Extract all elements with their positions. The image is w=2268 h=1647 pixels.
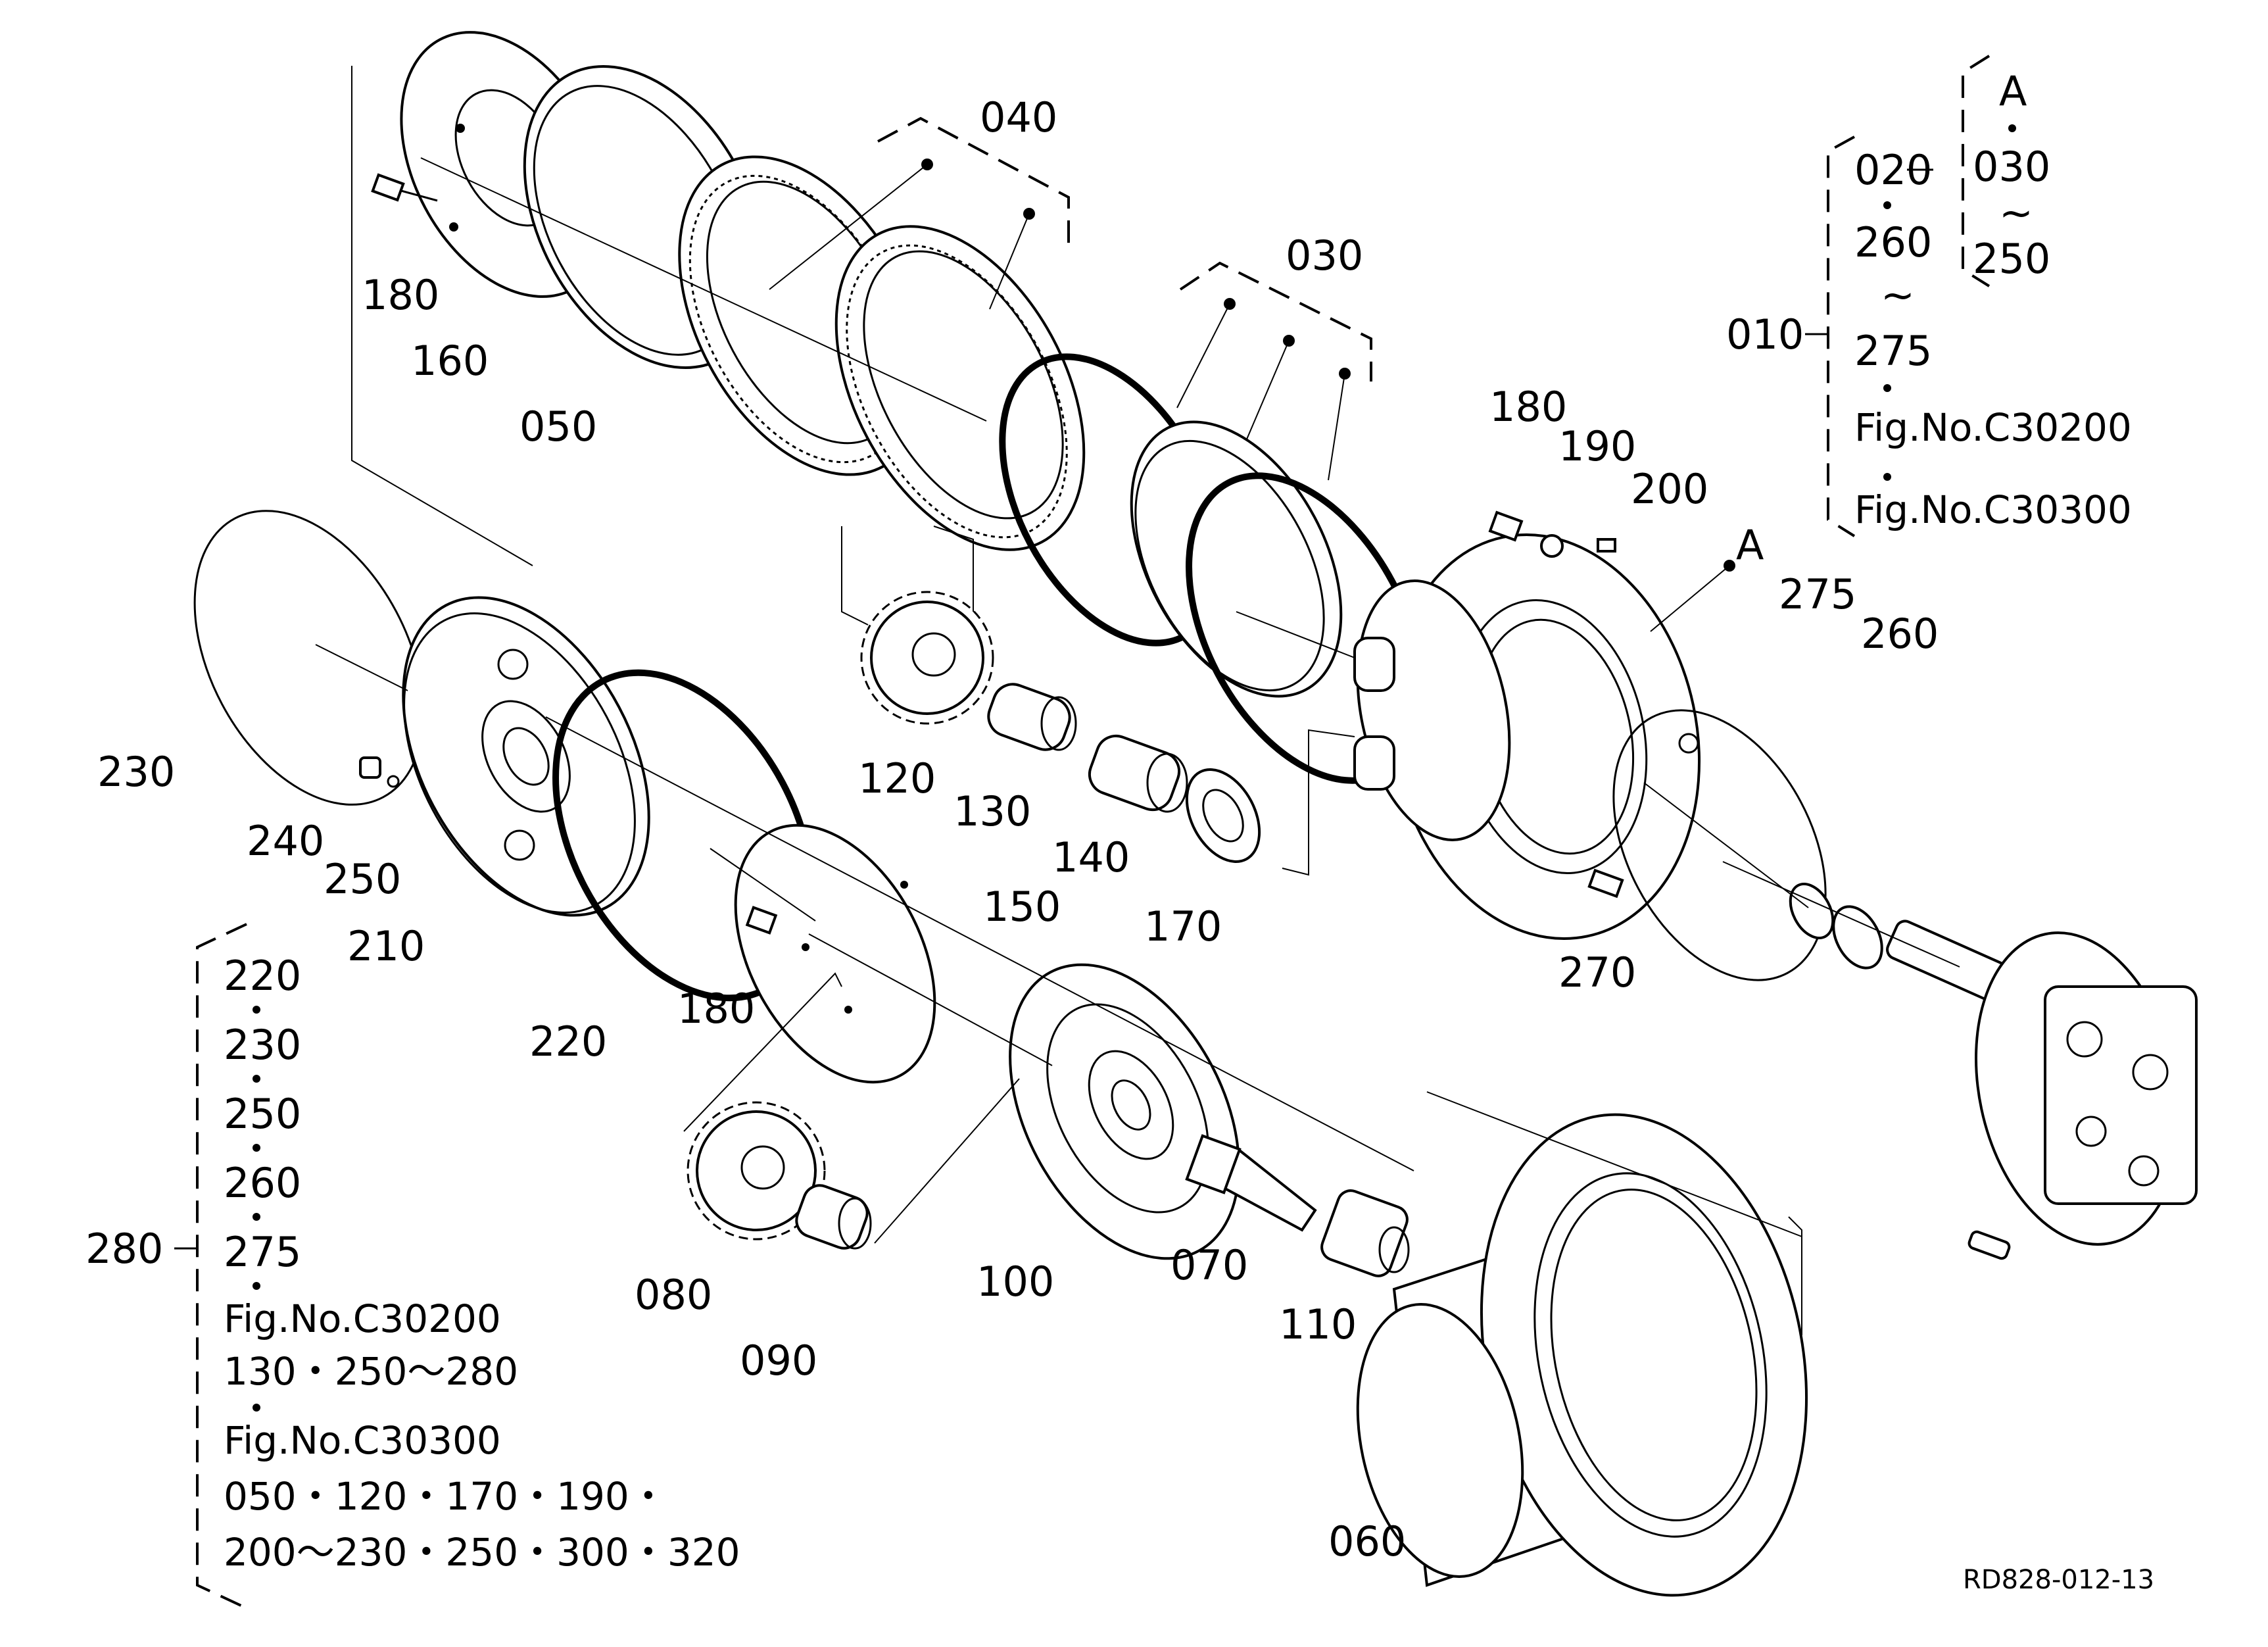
legend-280-item: 130・250～280 — [224, 1349, 518, 1394]
legend-010-item: Fig.No.C30200 — [1854, 405, 2132, 450]
part-120-gear — [860, 591, 994, 725]
bracket-040 — [769, 116, 1070, 310]
part-210-cover — [402, 596, 650, 917]
legend-280-item: 275 — [224, 1228, 301, 1276]
legend-280-item: 050・120・170・190・ — [224, 1474, 667, 1519]
legend-280-item: 220 — [224, 952, 301, 1000]
part-180-bolt-a — [371, 173, 438, 202]
callout-140: 140 — [1052, 833, 1130, 881]
callout-275: 275 — [1779, 570, 1856, 618]
legend-010-item: 020 — [1854, 146, 1932, 194]
callout-160: 160 — [411, 337, 489, 385]
drawing-code: RD828-012-13 — [1963, 1565, 2154, 1595]
legend-280-item: 230 — [224, 1021, 301, 1069]
part-090-bearing — [795, 1184, 872, 1250]
marker-a — [1650, 560, 1735, 632]
bracket-030 — [1176, 261, 1372, 481]
legend-010-item: ~ — [1881, 271, 1915, 319]
callout-180-a: 180 — [362, 271, 439, 319]
callout-210: 210 — [347, 922, 425, 970]
part-040-bearing — [678, 155, 1086, 551]
callout-060: 060 — [1328, 1517, 1406, 1565]
legend-280: 280 220 230 250 260 275 Fig.No.C30200 13… — [85, 952, 740, 1575]
part-060-housing — [1356, 1113, 1808, 1597]
legend-280-item: 250 — [224, 1090, 301, 1138]
callout-080: 080 — [635, 1271, 712, 1319]
part-240-plug — [359, 756, 400, 788]
callout-260: 260 — [1861, 610, 1939, 658]
legend-280-label: 280 — [85, 1225, 163, 1273]
callout-110: 110 — [1279, 1300, 1357, 1348]
bracket-280 — [174, 923, 260, 1610]
bracket-010 — [1805, 55, 2016, 537]
callout-180-b: 180 — [1489, 383, 1567, 431]
part-180-bolt-c — [745, 906, 778, 935]
part-230-o-ring — [193, 510, 425, 806]
callout-190: 190 — [1558, 422, 1636, 470]
legend-010-subitem: ~ — [1999, 189, 2033, 237]
legend-010-subitem: 030 — [1973, 143, 2050, 191]
part-140-needle-bearing — [1088, 734, 1188, 813]
part-020-hub — [1353, 533, 1701, 940]
leader-lines — [315, 66, 1960, 1335]
legend-010-label: 010 — [1726, 310, 1804, 358]
part-180-190-200-fasteners — [1488, 510, 1616, 558]
part-150-disc — [734, 823, 936, 1084]
legend-010-item: 275 — [1854, 327, 1932, 375]
part-260-o-ring — [1612, 709, 1827, 981]
legend-010-item: Fig.No.C30300 — [1854, 487, 2132, 532]
callout-050: 050 — [519, 403, 597, 451]
callout-120: 120 — [858, 754, 936, 802]
callout-180-c: 180 — [677, 985, 755, 1033]
callout-200: 200 — [1631, 465, 1708, 513]
part-270-pin — [1587, 868, 1624, 898]
part-275-small-o-ring — [1678, 733, 1699, 754]
legend-010-subitem: A — [1999, 67, 2027, 115]
callout-130: 130 — [953, 787, 1031, 835]
callout-170: 170 — [1144, 902, 1222, 950]
callout-240: 240 — [247, 817, 324, 865]
legend-280-item: Fig.No.C30300 — [224, 1418, 501, 1463]
part-170-washer — [1185, 768, 1261, 863]
part-030-seal-set — [999, 353, 1425, 784]
callout-040: 040 — [980, 93, 1057, 141]
legend-010-item: 260 — [1854, 218, 1932, 266]
callout-100: 100 — [977, 1258, 1054, 1306]
callout-220: 220 — [529, 1018, 607, 1066]
callout-270: 270 — [1558, 948, 1636, 996]
legend-280-item: 260 — [224, 1159, 301, 1207]
legend-010-subitem: 250 — [1973, 235, 2050, 283]
part-110-gear — [1320, 1189, 1410, 1277]
callout-250: 250 — [324, 855, 401, 903]
legend-280-item: Fig.No.C30200 — [224, 1296, 501, 1341]
callout-230: 230 — [97, 748, 175, 796]
callout-150: 150 — [983, 883, 1061, 931]
callout-a: A — [1736, 521, 1764, 569]
part-130-bushing — [987, 683, 1077, 751]
legend-010: 010 020 260 ~ 275 Fig.No.C30200 Fig.No.C… — [1726, 67, 2132, 532]
callout-030: 030 — [1286, 232, 1363, 280]
callout-090: 090 — [740, 1337, 817, 1385]
part-070-shaft — [1185, 1134, 1317, 1232]
part-080-gear — [687, 1101, 826, 1241]
callout-070: 070 — [1170, 1241, 1248, 1289]
legend-280-item: 200～230・250・300・320 — [224, 1530, 740, 1575]
part-motor-shaft-assembly — [1789, 882, 2198, 1260]
